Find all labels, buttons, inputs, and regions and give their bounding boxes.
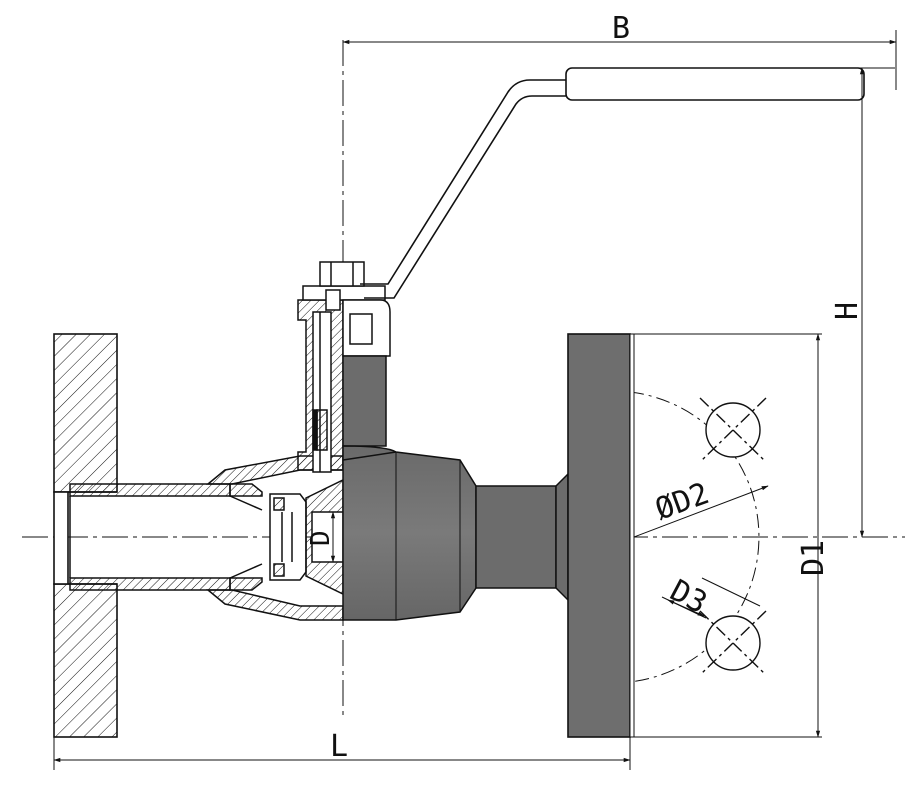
bolt-circle-arc [629,391,760,683]
dim-label-h: H [830,302,865,320]
left-flange [53,333,118,738]
body-shell-section [205,455,344,621]
body-solid-view [342,355,569,621]
centerlines [22,40,905,718]
bolt-holes [699,397,767,676]
dim-label-l: L [330,729,348,764]
right-flange [567,333,635,738]
dim-label-d1: D1 [796,540,831,576]
dim-label-b: B [612,11,630,46]
dim-label-d3: D3 [664,573,712,621]
dimension-lines [53,30,897,770]
handle-grip [565,67,865,101]
dim-label-d: D [306,530,336,546]
handle-lever [360,67,865,299]
stem-cap [302,261,391,357]
inlet-pipe [69,483,263,591]
dim-label-d2: ØD2 [651,476,714,527]
stem-neck-section [297,299,344,473]
